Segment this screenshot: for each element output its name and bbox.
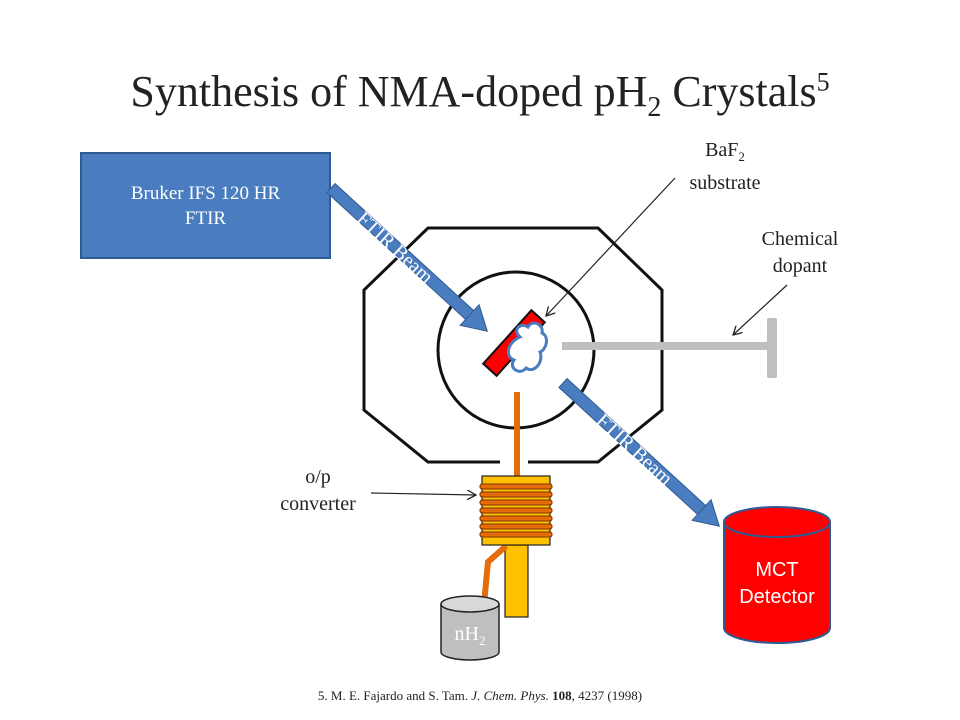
nh2-cylinder (440, 604, 500, 661)
converter-pointer-arrow (370, 493, 476, 495)
supply-tube (504, 544, 529, 618)
detector-line2: Detector (739, 586, 815, 608)
bruker-line1: Bruker IFS 120 HR (130, 182, 281, 204)
dopant-rod-cap (767, 318, 777, 378)
bruker-ftir-box: Bruker IFS 120 HR FTIR (80, 152, 331, 259)
dopant-rod (562, 342, 774, 350)
slide-title: Synthesis of NMA-doped pH2 Crystals5 (130, 67, 830, 123)
bruker-line2: FTIR (184, 207, 227, 229)
converter-tube (514, 392, 520, 482)
mct-detector-top (723, 506, 831, 538)
dopant-pointer-arrow (733, 284, 788, 335)
mct-detector (723, 522, 831, 644)
beam-label-2: FTIR Beam (592, 409, 677, 490)
nh2-label: nH2 (455, 623, 486, 648)
reference-citation: 5. M. E. Fajardo and S. Tam. J. Chem. Ph… (317, 688, 643, 703)
converter-coil (479, 483, 553, 538)
baf2-pointer-arrow (546, 177, 676, 316)
nh2-pipe (481, 543, 508, 605)
beam-label-1: FTIR Beam (352, 208, 437, 289)
ftir-beam-in: FTIR Beam (326, 182, 489, 332)
nh2-cylinder-top (440, 595, 500, 613)
crystal-deposit (506, 321, 548, 373)
ftir-beam-out: FTIR Beam (558, 377, 721, 527)
detector-line1: MCT (755, 559, 798, 581)
